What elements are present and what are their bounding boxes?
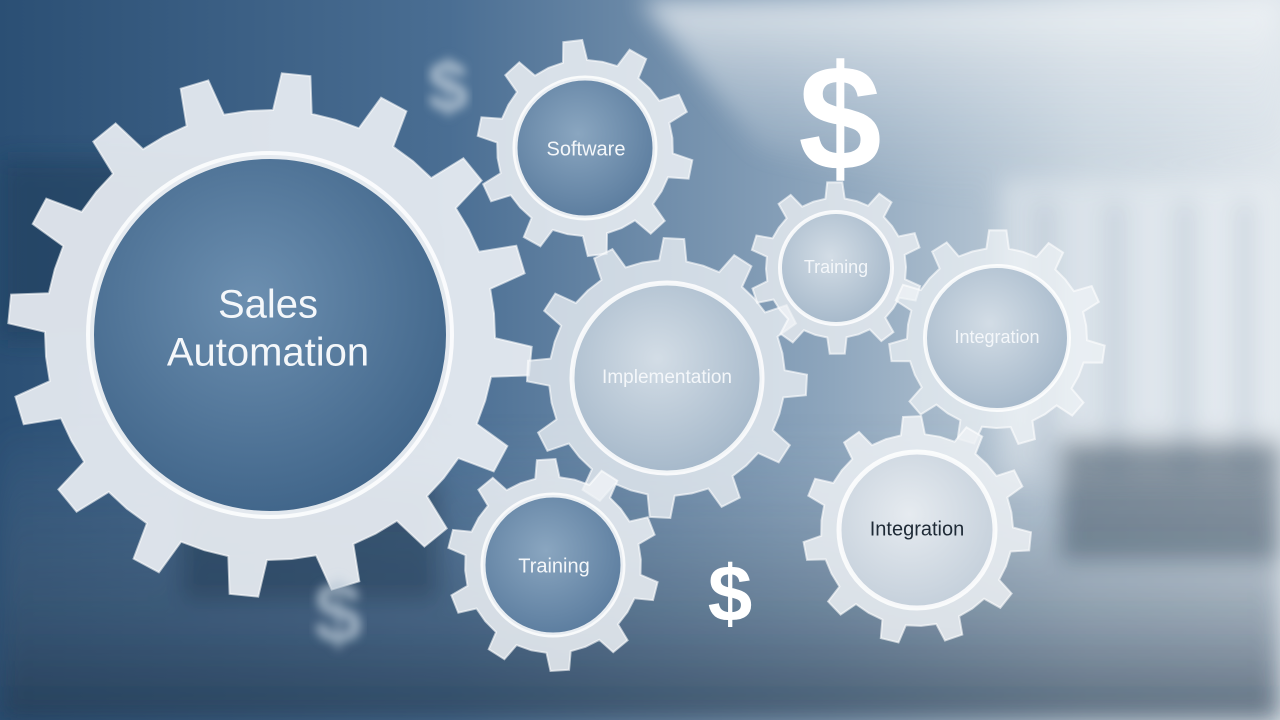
gear-icon: Training	[447, 457, 659, 673]
dollar-icon: $	[798, 34, 881, 202]
gear-label-training-bottom: Training	[518, 555, 590, 577]
gear-icon: Integration	[888, 229, 1106, 446]
gear-label-training-top: Training	[804, 257, 868, 277]
dollar-icon: $	[314, 566, 362, 662]
hub-title-line2: Automation	[167, 331, 369, 375]
gear-icon: Implementation	[525, 236, 809, 520]
gear-icon: Integration	[802, 415, 1033, 644]
gear-icon: Training	[750, 181, 922, 355]
hub-title-line1: Sales	[218, 283, 318, 327]
dollar-icon: $	[708, 549, 753, 638]
gear-label-software: Software	[547, 138, 626, 160]
gear-icon: Software	[476, 38, 694, 258]
dollar-icon: $	[428, 47, 468, 127]
gear-label-implementation: Implementation	[602, 367, 732, 388]
gear-label-integration-bottom: Integration	[870, 518, 965, 540]
gear-icon: Sales Automation	[7, 72, 533, 598]
gear-label-integration-right: Integration	[954, 327, 1039, 347]
